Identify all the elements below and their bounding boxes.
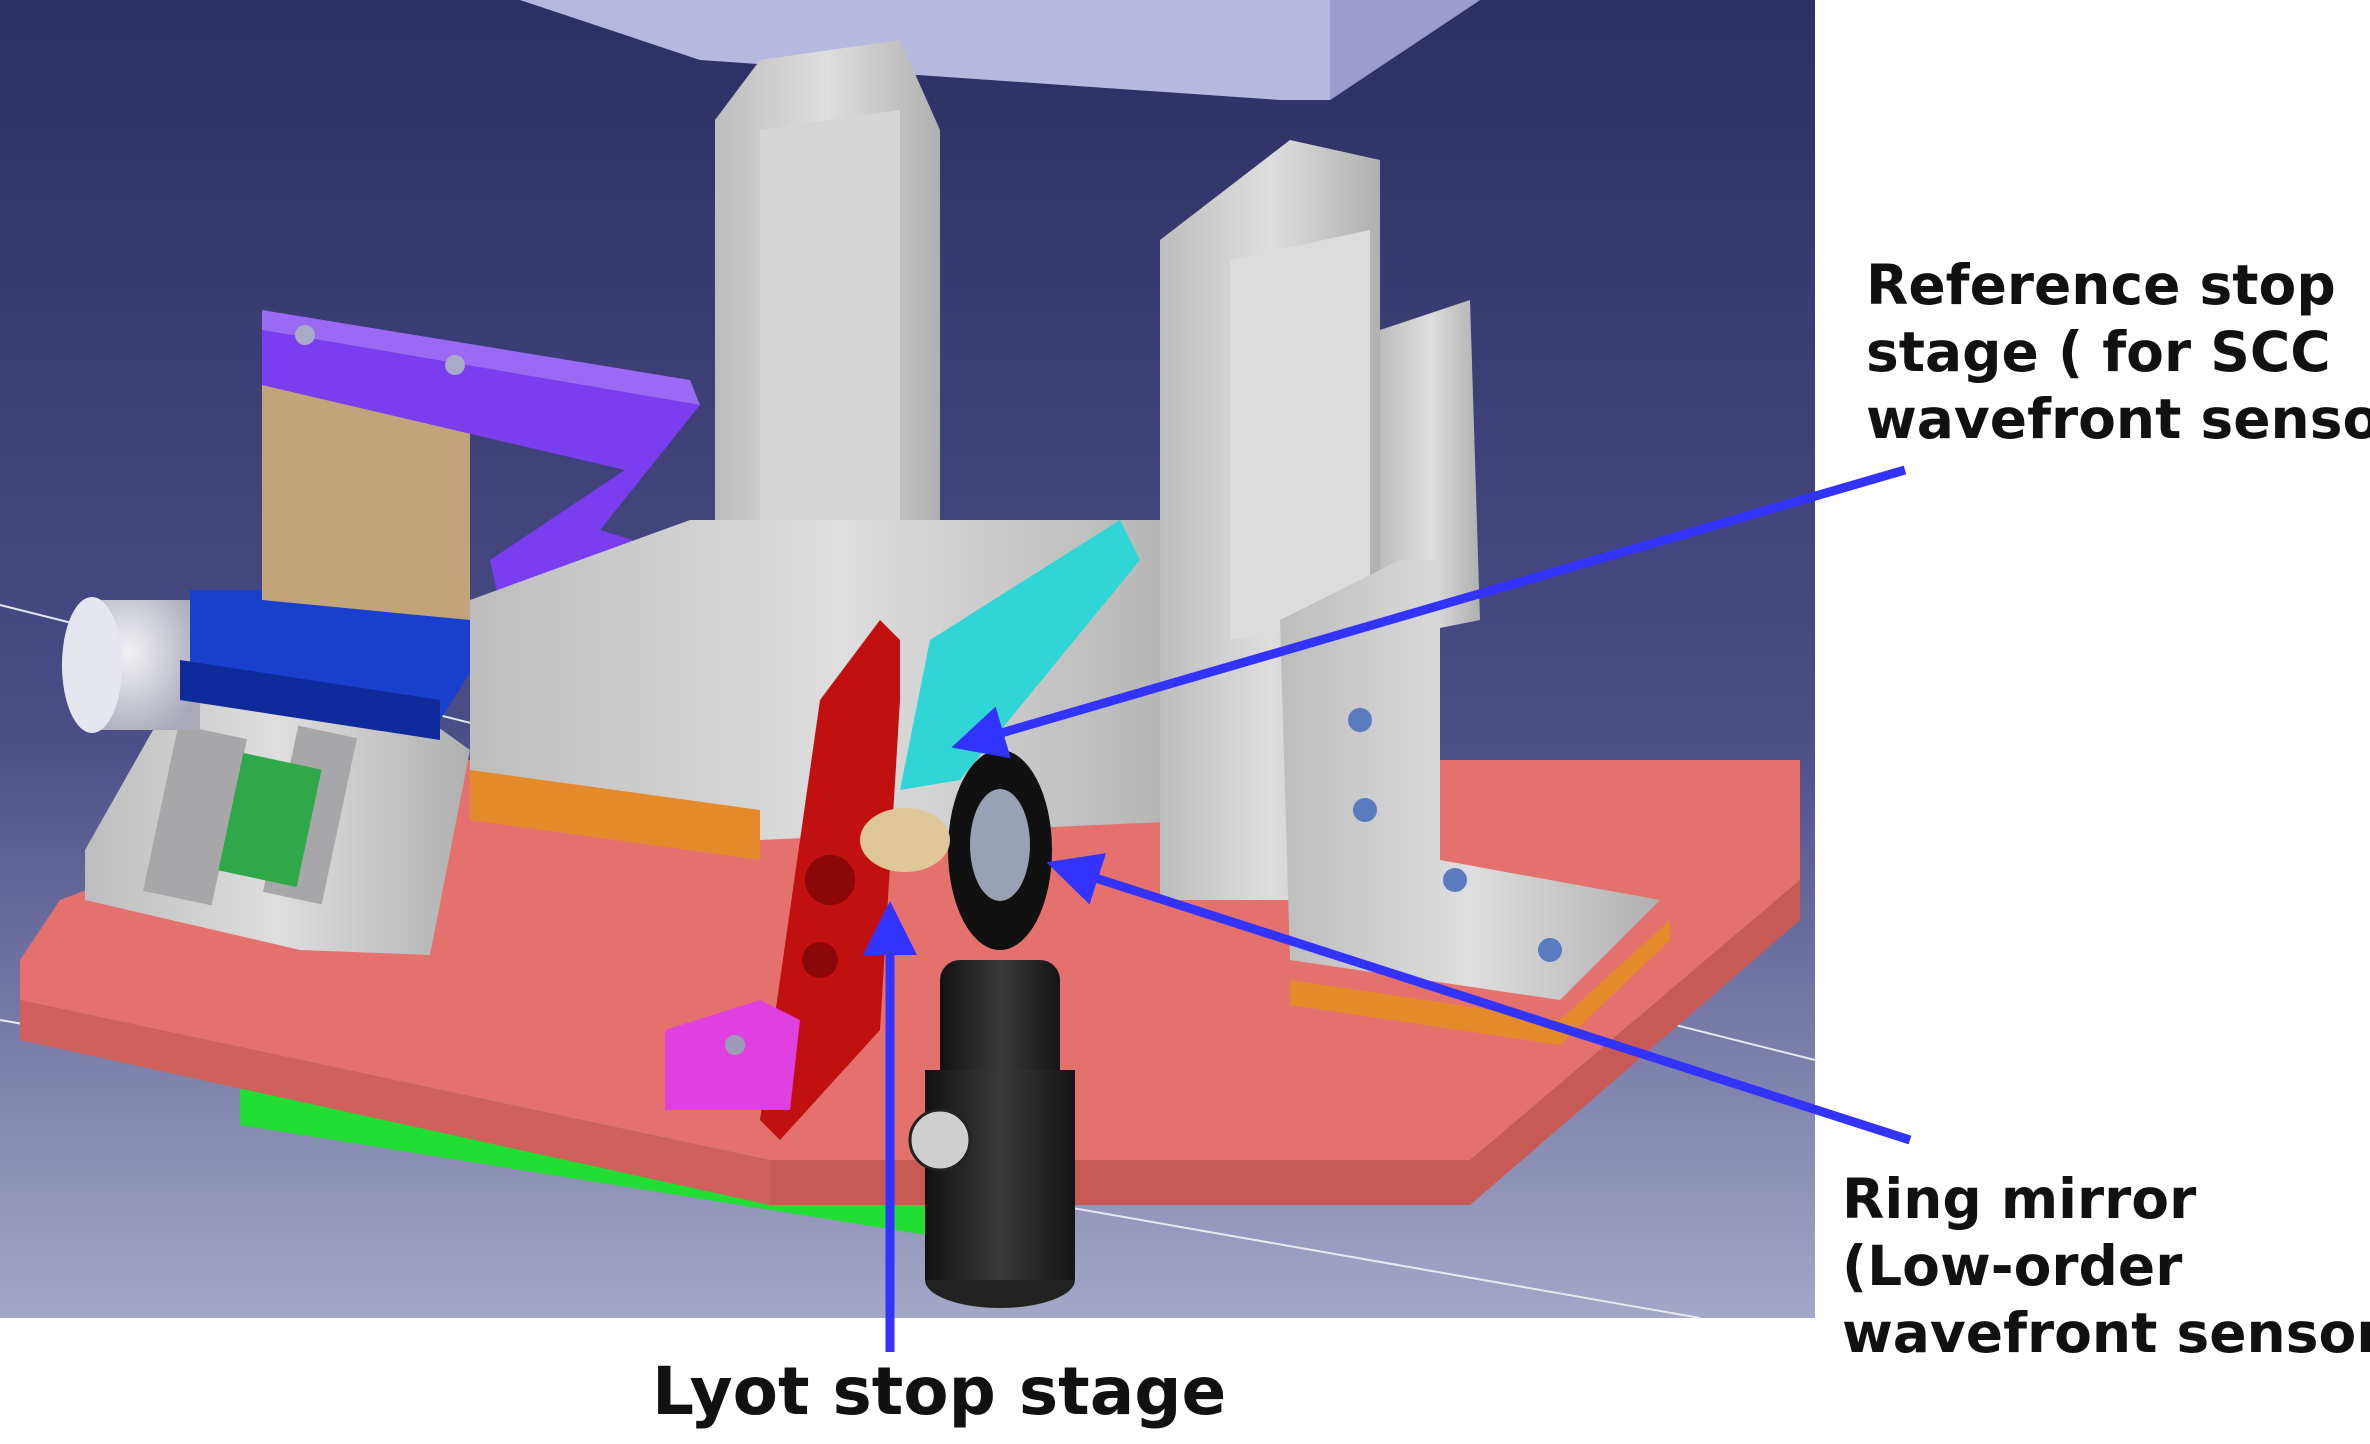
label-reference-stop-line-3: wavefront sensor) <box>1866 387 2370 452</box>
grey-block-right <box>1380 300 1480 640</box>
top-plate-edge <box>1330 0 1480 100</box>
angle-bracket-plinth <box>1290 920 1670 1045</box>
label-lyot-stop-text: Lyot stop stage <box>652 1353 1227 1430</box>
angle-bracket <box>1280 560 1660 1000</box>
bracket-screw-3 <box>1443 868 1467 892</box>
arrow-ring-mirror <box>1046 853 1912 1145</box>
red-mount-hole-1 <box>805 855 855 905</box>
lyot-ring <box>860 808 950 872</box>
label-lyot-stop: Lyot stop stage <box>652 1352 1226 1433</box>
label-reference-stop-line-2: stage ( for SCC <box>1866 320 2331 385</box>
base-plate-side-edge <box>770 880 1800 1205</box>
bracket-screw-2 <box>1353 798 1377 822</box>
purple-arm-screw-2 <box>445 355 465 375</box>
magenta-block <box>665 1000 800 1110</box>
stage-pcb <box>218 752 322 888</box>
purple-arm-top <box>262 310 700 405</box>
magenta-block-screw <box>725 1035 745 1055</box>
tan-panel <box>262 370 470 620</box>
label-reference-stop-line-1: Reference stop <box>1866 253 2336 317</box>
blue-block-side <box>180 660 440 740</box>
post-knob <box>908 1108 972 1172</box>
label-reference-stop: Reference stop stage ( for SCC wavefront… <box>1866 252 2370 453</box>
label-ring-mirror-line-2: (Low-order <box>1842 1234 2183 1299</box>
base-plate-front-edge <box>20 1000 770 1205</box>
label-ring-mirror-line-3: wavefront sensor) <box>1842 1301 2370 1366</box>
bracket-screw-4 <box>1538 938 1562 962</box>
grey-tower-right-face <box>1230 230 1370 640</box>
optical-post-lower <box>925 1070 1075 1280</box>
motor-cap <box>62 597 122 733</box>
grey-tower-left-face <box>760 110 900 540</box>
grey-mid-plinth <box>470 770 760 860</box>
arrow-reference-stop <box>951 465 1907 759</box>
ring-mirror <box>970 789 1030 901</box>
label-ring-mirror: Ring mirror (Low-order wavefront sensor) <box>1842 1166 2370 1367</box>
red-mount-hole-2 <box>802 942 838 978</box>
purple-arm-screw-1 <box>295 325 315 345</box>
top-plate <box>520 0 1480 100</box>
label-ring-mirror-line-1: Ring mirror <box>1842 1167 2197 1231</box>
bracket-screw-1 <box>1348 708 1372 732</box>
